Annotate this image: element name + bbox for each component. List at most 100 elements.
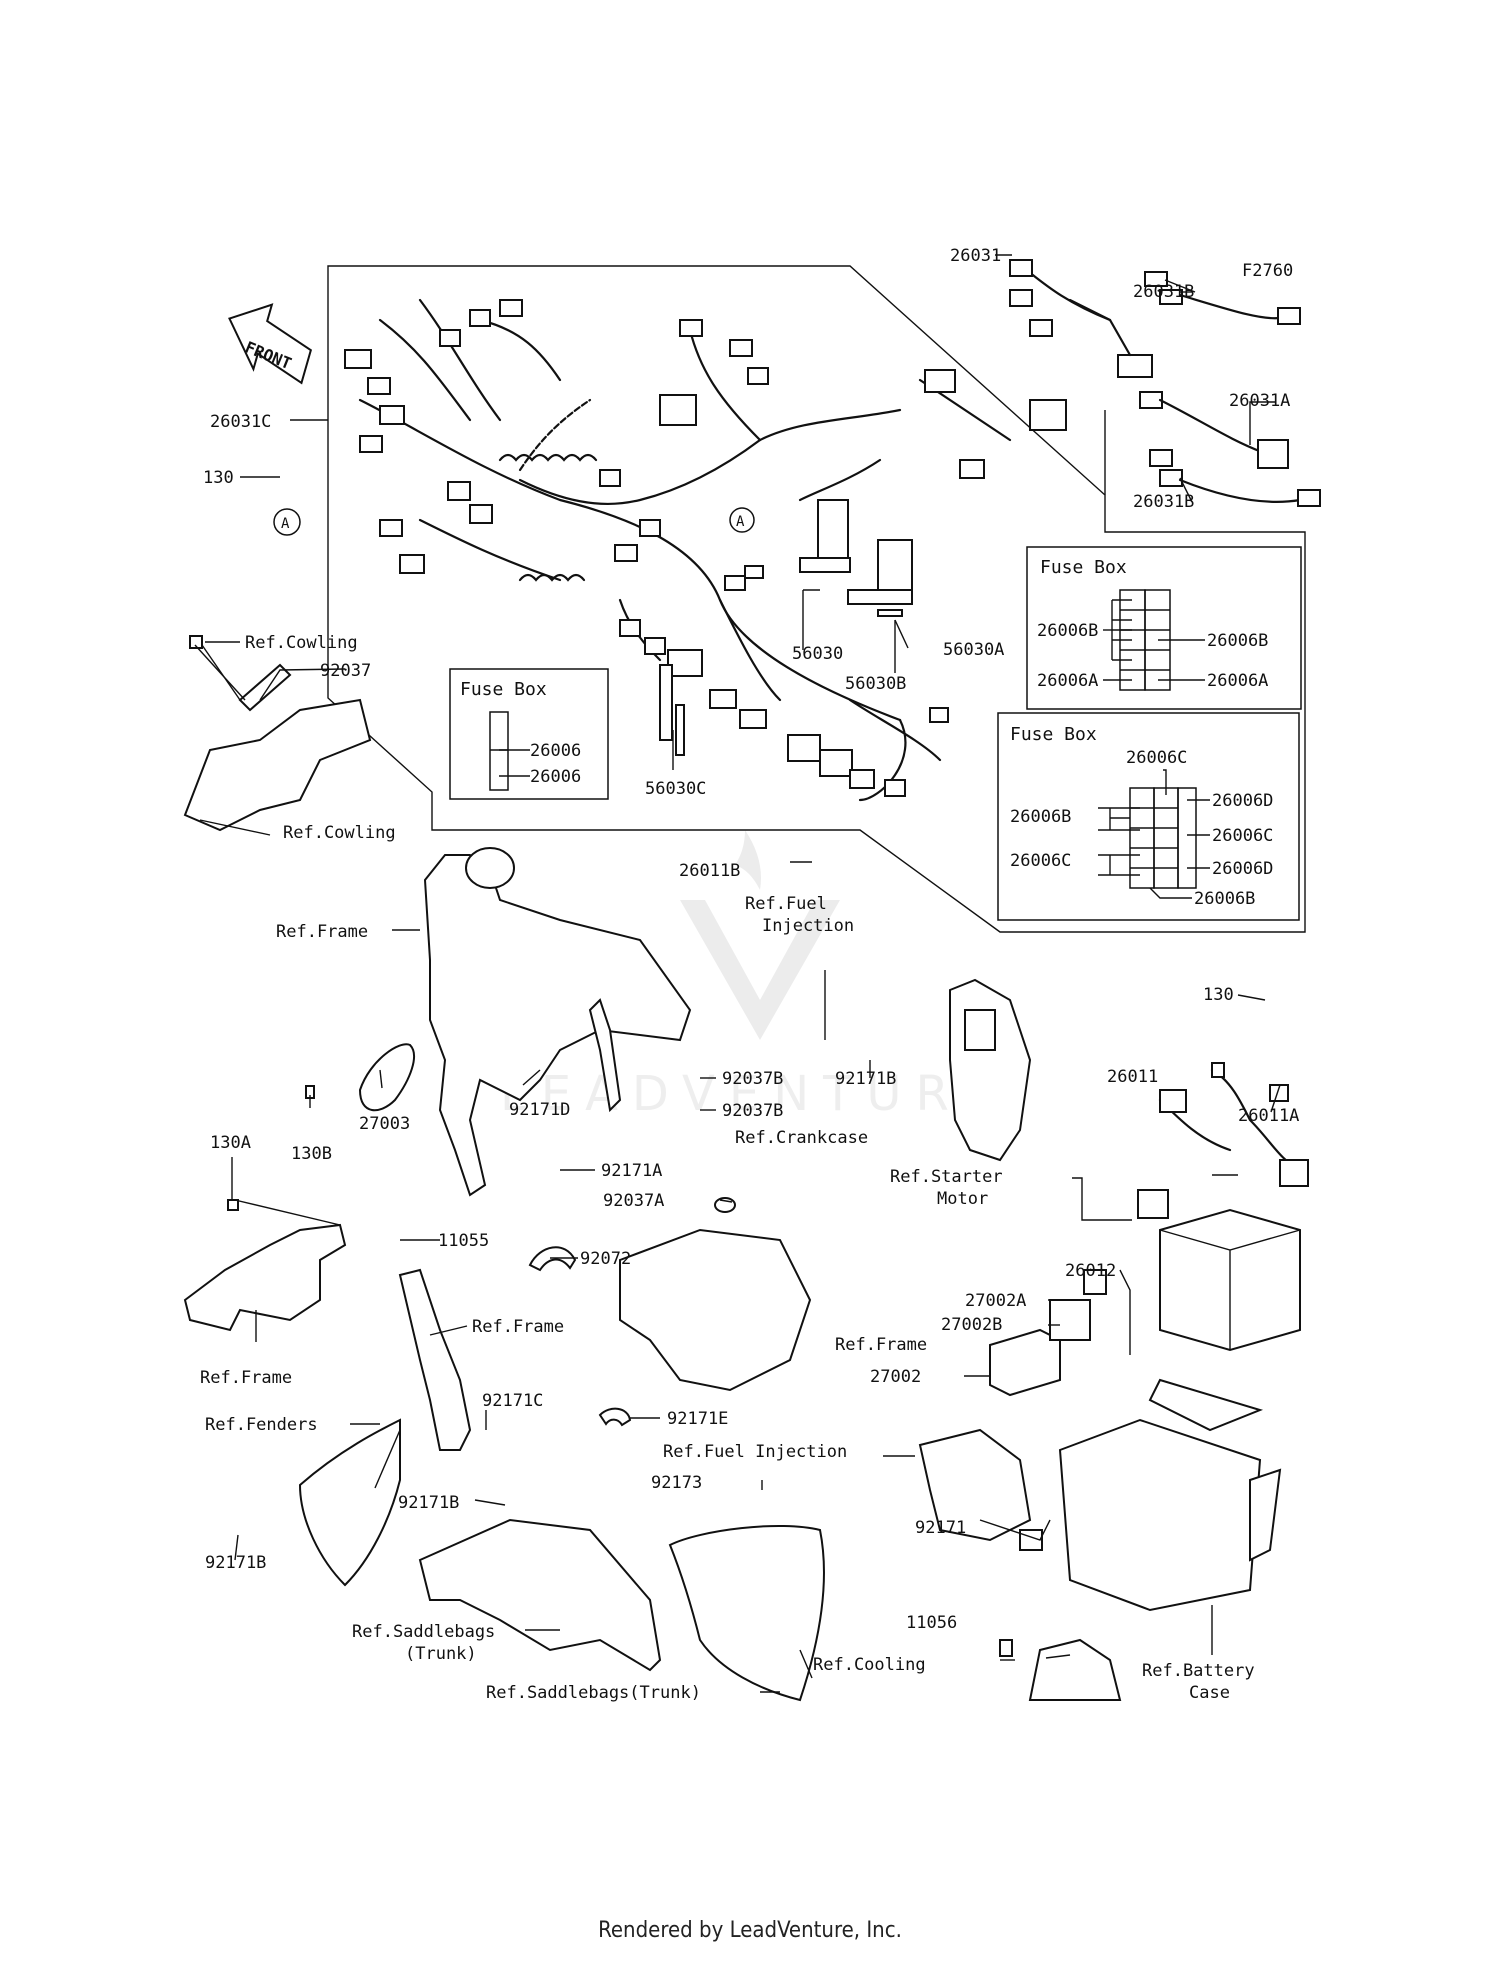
label-ref-saddlebags-2: Ref.Saddlebags(Trunk) [486, 1683, 701, 1703]
label-11056: 11056 [906, 1613, 957, 1633]
clip-92171e [598, 1407, 632, 1427]
label-26031c: 26031C [210, 412, 271, 432]
label-ref-fuel-injection-1a: Ref.Fuel [745, 894, 827, 914]
label-92171a: 92171A [601, 1161, 662, 1181]
label-ref-fenders: Ref.Fenders [205, 1415, 318, 1435]
svg-text:LEADVENTURE: LEADVENTURE [500, 1066, 1007, 1122]
label-ref-saddlebags-1b: (Trunk) [405, 1644, 477, 1664]
label-ref-battery-a: Ref.Battery [1142, 1661, 1255, 1681]
label-ref-fuel-injection-2: Ref.Fuel Injection [663, 1442, 847, 1462]
starter-relay-harness [1137, 1062, 1309, 1219]
fender-panel [298, 1418, 401, 1587]
watermark-logo: LEADVENTURE [500, 830, 1007, 1122]
svg-text:26006A: 26006A [1037, 671, 1098, 691]
label-92171b-3: 92171B [205, 1553, 266, 1573]
coolant-reservoir [999, 1638, 1122, 1701]
label-56030b: 56030B [845, 674, 906, 694]
svg-text:Fuse Box: Fuse Box [1040, 557, 1127, 578]
part-labels: 26031 F2760 26031B 26031A 26031B 26031C … [200, 246, 1299, 1703]
label-26031: 26031 [950, 246, 1001, 266]
label-130-right: 130 [1203, 985, 1234, 1005]
label-ref-cowling-2: Ref.Cowling [283, 823, 396, 843]
label-11055: 11055 [438, 1231, 489, 1251]
saddlebag-panel [668, 1525, 825, 1702]
label-26031b-top: 26031B [1133, 282, 1194, 302]
label-f2760: F2760 [1242, 261, 1293, 281]
svg-text:26006C: 26006C [1010, 851, 1071, 871]
label-26012: 26012 [1065, 1261, 1116, 1281]
sub-harness-26031B-top [1144, 271, 1301, 325]
label-130b: 130B [291, 1144, 332, 1164]
battery [1159, 1208, 1301, 1352]
harness-outline [327, 265, 1306, 933]
label-92171b-2: 92171B [398, 1493, 459, 1513]
label-ref-frame-1: Ref.Frame [276, 922, 368, 942]
label-26011b: 26011B [679, 861, 740, 881]
svg-text:26006: 26006 [530, 767, 581, 787]
sub-harness-26031B-bottom [1149, 449, 1321, 507]
svg-text:26006B: 26006B [1010, 807, 1071, 827]
label-92037b-1: 92037B [722, 1069, 783, 1089]
label-ref-saddlebags-1a: Ref.Saddlebags [352, 1622, 495, 1642]
label-92072: 92072 [580, 1249, 631, 1269]
label-ref-cooling: Ref.Cooling [813, 1655, 926, 1675]
label-92037: 92037 [320, 661, 371, 681]
label-27003: 27003 [359, 1114, 410, 1134]
label-26031b-bottom: 26031B [1133, 492, 1194, 512]
cowling-bracket [183, 635, 372, 832]
label-ref-fuel-injection-1b: Injection [762, 916, 854, 936]
leader-lines [194, 254, 1281, 1693]
label-92171e: 92171E [667, 1409, 728, 1429]
frame-assembly [423, 847, 692, 1197]
label-130-top: 130 [203, 468, 234, 488]
sub-harness-26031A [1139, 391, 1289, 469]
fuse-box-bottom-right: Fuse Box 26006C 26006B 26006C 26006D 260… [997, 712, 1300, 921]
label-92171c: 92171C [482, 1391, 543, 1411]
label-ref-crankcase: Ref.Crankcase [735, 1128, 868, 1148]
label-ref-battery-b: Case [1189, 1683, 1230, 1703]
crankcase-cover [949, 978, 1032, 1162]
svg-text:26006C: 26006C [1212, 826, 1273, 846]
label-ref-frame-2: Ref.Frame [200, 1368, 292, 1388]
label-92037a: 92037A [603, 1191, 664, 1211]
frame-bar [398, 1268, 472, 1451]
label-92173: 92173 [651, 1473, 702, 1493]
svg-text:A: A [736, 514, 745, 530]
ecu-27002 [989, 1269, 1107, 1397]
svg-text:26006D: 26006D [1212, 859, 1273, 879]
callout-a-marker: A A [273, 507, 755, 536]
label-26011a: 26011A [1238, 1106, 1299, 1126]
label-92171d: 92171D [509, 1100, 570, 1120]
svg-text:26006: 26006 [530, 741, 581, 761]
svg-text:26006A: 26006A [1207, 671, 1268, 691]
frame-crossmember [528, 1197, 812, 1392]
label-56030c: 56030C [645, 779, 706, 799]
svg-text:26006C: 26006C [1126, 748, 1187, 768]
label-27002b: 27002B [941, 1315, 1002, 1335]
label-26011: 26011 [1107, 1067, 1158, 1087]
label-92171: 92171 [915, 1518, 966, 1538]
label-ref-starter-a: Ref.Starter [890, 1167, 1003, 1187]
footer-credit: Rendered by LeadVenture, Inc. [598, 1918, 902, 1943]
svg-text:Fuse Box: Fuse Box [1010, 724, 1097, 745]
label-27002: 27002 [870, 1367, 921, 1387]
svg-text:A: A [281, 516, 290, 532]
label-92037b-2: 92037B [722, 1101, 783, 1121]
label-56030: 56030 [792, 644, 843, 664]
saddlebag-bracket [418, 1518, 662, 1672]
label-ref-starter-b: Motor [937, 1189, 988, 1209]
svg-text:26006B: 26006B [1194, 889, 1255, 909]
main-wiring-harness [344, 298, 1067, 802]
svg-text:Fuse Box: Fuse Box [460, 679, 547, 700]
bolt-130a [227, 1199, 239, 1211]
svg-text:26006B: 26006B [1037, 621, 1098, 641]
front-arrow-icon: FRONT [228, 303, 313, 385]
label-130a: 130A [210, 1133, 251, 1153]
label-26031a: 26031A [1229, 391, 1290, 411]
fuse-box-top-right: Fuse Box 26006B 26006A 26006B 26006A [1026, 546, 1302, 710]
label-ref-cowling-1: Ref.Cowling [245, 633, 358, 653]
sub-harness-26031 [1009, 259, 1153, 378]
mounting-bracket-left [183, 1223, 347, 1332]
label-56030a: 56030A [943, 640, 1004, 660]
battery-case [1019, 1378, 1282, 1612]
